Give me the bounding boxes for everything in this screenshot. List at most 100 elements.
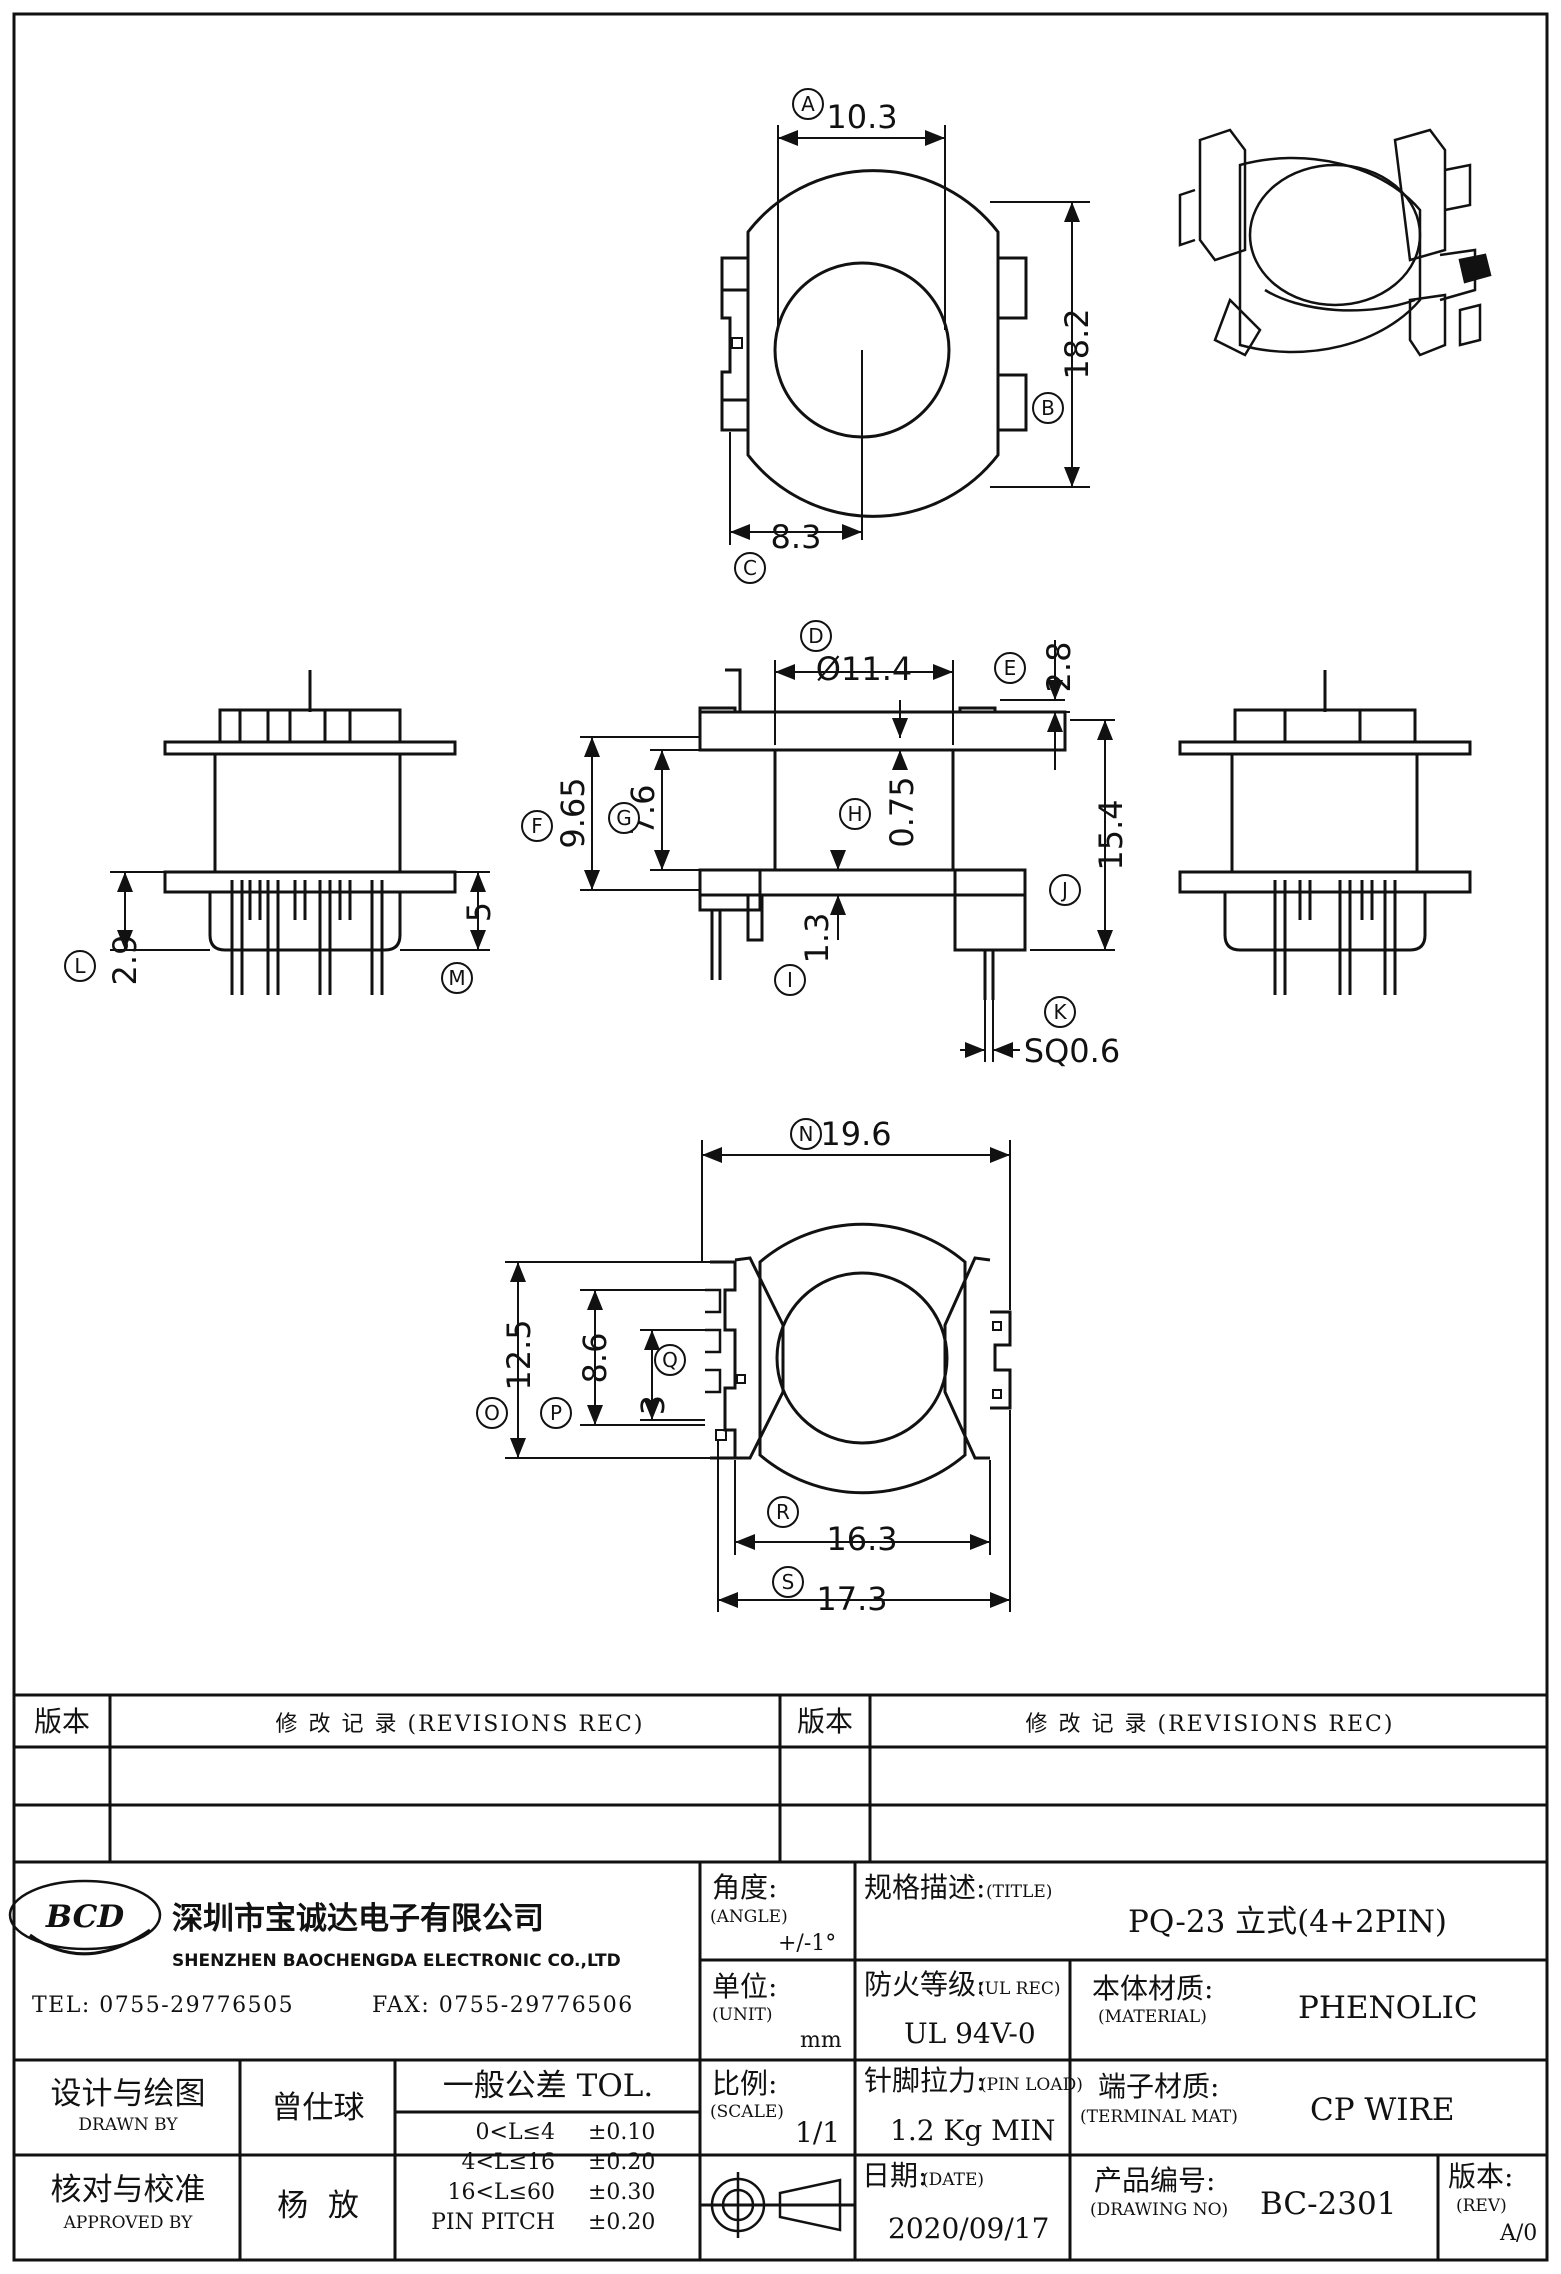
dim-a-value: 10.3 bbox=[826, 98, 897, 136]
top-view-pin-mark bbox=[731, 337, 743, 349]
tolerance-value: ±0.10 bbox=[588, 2120, 655, 2145]
material-label-en: (MATERIAL) bbox=[1098, 2007, 1207, 2027]
balloon-k: K bbox=[1044, 996, 1076, 1028]
balloon-b: B bbox=[1032, 392, 1064, 424]
svg-text:BCD: BCD bbox=[45, 1899, 124, 1935]
company-name-en: SHENZHEN BAOCHENGDA ELECTRONIC CO.,LTD bbox=[172, 1951, 621, 1971]
bottom-view bbox=[705, 1222, 1012, 1495]
approver-value: 杨 放 bbox=[277, 2188, 359, 2224]
dim-q-value: 3 bbox=[634, 1395, 672, 1415]
rev-label: 版本: bbox=[1448, 2160, 1513, 2193]
ul-value: UL 94V-0 bbox=[904, 2017, 1036, 2050]
company-tel: TEL: 0755-29776505 bbox=[32, 1993, 294, 2018]
balloon-i: I bbox=[774, 964, 806, 996]
balloon-f: F bbox=[521, 810, 553, 842]
terminal-label: 端子材质: bbox=[1098, 2070, 1219, 2103]
top-view bbox=[720, 169, 1028, 540]
svg-text:L: L bbox=[74, 954, 86, 978]
balloon-n: N bbox=[790, 1118, 822, 1150]
terminal-value: CP WIRE bbox=[1310, 2092, 1455, 2128]
svg-text:C: C bbox=[743, 556, 757, 580]
title-value: PQ-23 立式(4+2PIN) bbox=[1128, 1904, 1447, 1940]
date-label-en: (DATE) bbox=[922, 2170, 984, 2190]
dim-s-value: 17.3 bbox=[816, 1580, 887, 1618]
right-side-view bbox=[1178, 670, 1472, 995]
bottom-view-bore bbox=[775, 1271, 949, 1445]
bottom-view-body bbox=[758, 1222, 967, 1495]
angle-label: 角度: bbox=[712, 1871, 777, 1904]
front-view-dims bbox=[580, 640, 1115, 1062]
revision-col-version-right: 版本 bbox=[797, 1705, 853, 1738]
balloon-r: R bbox=[767, 1496, 799, 1528]
svg-text:J: J bbox=[1060, 878, 1068, 902]
top-view-flange-left bbox=[720, 256, 748, 432]
title-block-grid bbox=[14, 1862, 1547, 2260]
dim-o-value: 12.5 bbox=[500, 1319, 538, 1390]
balloon-g: G bbox=[608, 802, 640, 834]
unit-label: 单位: bbox=[712, 1970, 777, 2003]
front-view-top-flange bbox=[698, 710, 1067, 752]
scale-value: 1/1 bbox=[795, 2116, 840, 2149]
unit-label-en: (UNIT) bbox=[712, 2005, 773, 2025]
svg-text:M: M bbox=[448, 966, 465, 990]
angle-label-en: (ANGLE) bbox=[710, 1907, 788, 1927]
date-value: 2020/09/17 bbox=[888, 2212, 1049, 2245]
balloon-m: M bbox=[441, 962, 473, 994]
dim-r-value: 16.3 bbox=[826, 1520, 897, 1558]
balloon-h: H bbox=[839, 798, 871, 830]
scale-label-en: (SCALE) bbox=[710, 2102, 784, 2122]
balloon-d: D bbox=[800, 620, 832, 652]
balloon-s: S bbox=[772, 1566, 804, 1598]
bottom-view-terminals-left bbox=[710, 1260, 737, 1460]
pin-load-label-en: (PIN LOAD) bbox=[980, 2075, 1083, 2095]
tolerance-range: PIN PITCH bbox=[431, 2210, 555, 2235]
bottom-view-pin-mark-1 bbox=[715, 1429, 727, 1441]
balloon-e: E bbox=[994, 652, 1026, 684]
bottom-view-pin-mark-4 bbox=[992, 1389, 1002, 1399]
front-view-top-tab-left bbox=[698, 706, 737, 714]
title-label-en: (TITLE) bbox=[986, 1882, 1052, 1902]
date-label: 日期: bbox=[862, 2159, 927, 2192]
balloon-a: A bbox=[792, 88, 824, 120]
front-view-pin-left bbox=[710, 895, 764, 980]
bottom-view-wall-left bbox=[734, 1256, 785, 1460]
ul-label-en: (UL REC) bbox=[978, 1979, 1061, 1999]
balloon-l: L bbox=[64, 950, 96, 982]
svg-text:P: P bbox=[550, 1401, 562, 1425]
balloon-o: O bbox=[476, 1397, 508, 1429]
company-name-cn: 深圳市宝诚达电子有限公司 bbox=[172, 1901, 544, 1937]
balloon-q: Q bbox=[654, 1344, 686, 1376]
designer-label-en: DRAWN BY bbox=[78, 2115, 178, 2135]
revision-col-version-left: 版本 bbox=[34, 1705, 90, 1738]
tolerance-value: ±0.20 bbox=[588, 2150, 655, 2175]
dim-i-value: 1.3 bbox=[798, 913, 836, 964]
top-view-body bbox=[746, 169, 1000, 518]
dim-e-value: 2.8 bbox=[1040, 642, 1078, 693]
svg-text:I: I bbox=[787, 968, 793, 992]
drawing-no-value: BC-2301 bbox=[1260, 2186, 1396, 2222]
revision-col-records-left: 修 改 记 录 (REVISIONS REC) bbox=[276, 1712, 645, 1737]
svg-text:R: R bbox=[776, 1500, 790, 1524]
rev-label-en: (REV) bbox=[1456, 2196, 1507, 2216]
front-view-bottom-flange bbox=[698, 868, 1027, 897]
dim-b-value: 18.2 bbox=[1058, 308, 1096, 379]
top-view-flange-right bbox=[998, 256, 1028, 432]
top-view-dims bbox=[729, 125, 1090, 545]
drawing-no-label: 产品编号: bbox=[1094, 2164, 1215, 2197]
svg-text:B: B bbox=[1041, 396, 1055, 420]
left-side-view bbox=[163, 670, 457, 995]
left-side-view-dims bbox=[110, 871, 490, 951]
dim-l-value: 2.9 bbox=[106, 935, 144, 986]
tolerance-title: 一般公差 TOL. bbox=[443, 2068, 653, 2104]
dim-k-value: SQ0.6 bbox=[1024, 1032, 1120, 1070]
pin-load-label: 针脚拉力: bbox=[864, 2064, 985, 2097]
svg-text:D: D bbox=[808, 624, 823, 648]
company-fax: FAX: 0755-29776506 bbox=[372, 1993, 634, 2018]
dim-m-value: 5 bbox=[460, 902, 498, 922]
svg-text:Q: Q bbox=[662, 1348, 678, 1372]
tolerance-range: 4<L≤16 bbox=[462, 2150, 555, 2175]
bottom-view-pin-mark-3 bbox=[992, 1321, 1002, 1331]
bottom-view-dims bbox=[505, 1140, 1011, 1612]
svg-text:A: A bbox=[801, 92, 815, 116]
